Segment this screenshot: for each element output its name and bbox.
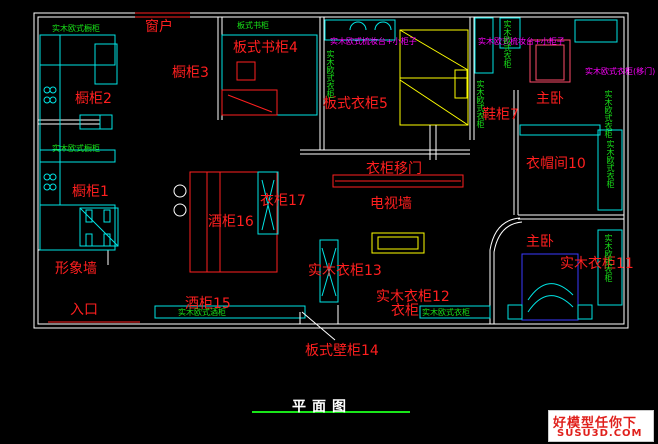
wardrobe-word-label: 衣柜 [391, 303, 419, 319]
bedroom-left-desk [324, 19, 437, 160]
vertical-label-4: 实木欧式衣柜 [604, 90, 613, 138]
vertical-label-6: 实木欧式衣柜 [604, 234, 613, 282]
master-door-label: 实木欧式衣柜(移门) [585, 67, 656, 76]
bookcase4-label: 板式书柜4 [233, 40, 298, 56]
wardrobe-13 [319, 239, 339, 303]
bedroom-left-furniture [399, 29, 469, 126]
vertical-label-2: 实木欧式衣柜 [476, 80, 485, 128]
watermark: 好模型任你下 SUSU3D.COM [548, 410, 654, 442]
wine16-label: 酒柜16 [208, 214, 254, 230]
master-bedroom-bottom-label: 主卧 [526, 234, 554, 250]
cabinet17-label: 衣柜17 [260, 193, 306, 209]
tv-wall-label: 电视墙 [370, 196, 412, 212]
vertical-label-1: 实木欧式衣柜 [326, 50, 335, 98]
outer-walls [33, 12, 629, 329]
bottom-cabinets [154, 305, 491, 324]
living-room [173, 171, 464, 273]
kitchen-cabinets [39, 34, 119, 251]
watermark-line1: 好模型任你下 [553, 416, 638, 431]
solid11-label: 实木衣柜11 [560, 256, 634, 272]
plan-title: 平面图 [292, 399, 352, 415]
desk1-label: 实木欧式梳妆台+小柜子 [330, 37, 417, 46]
desk2-label: 实木欧式梳妆台+小柜子 [478, 37, 565, 46]
closet10-label: 衣帽间10 [526, 156, 586, 172]
solid13-label: 实木衣柜13 [308, 263, 382, 279]
watermark-line2: SUSU3D.COM [557, 428, 643, 439]
bottom1-label: 实木欧式酒柜 [178, 308, 226, 317]
master-bedroom-top-label: 主卧 [536, 91, 564, 107]
master-bed-bottom [507, 229, 623, 321]
vertical-label-5: 实木欧式衣柜 [606, 140, 615, 188]
master-bed-top [474, 17, 618, 83]
entrance-label: 入口 [70, 302, 98, 318]
interior-walls [38, 17, 624, 324]
kitchen-top-label: 实木欧式橱柜 [52, 24, 100, 33]
solid12-label: 实木衣柜12 [376, 289, 450, 305]
bookcase-top-label: 板式书柜 [237, 21, 269, 30]
shoe7-label: 鞋柜7 [482, 107, 519, 123]
bottom2-label: 实木欧式衣柜 [422, 308, 470, 317]
wardrobe5-label: 板式衣柜5 [323, 96, 388, 112]
sliding-door-label: 衣柜移门 [366, 161, 422, 177]
openings [48, 12, 190, 323]
vertical-label-3: 实木欧式衣柜 [503, 20, 512, 68]
cabinet2-label: 橱柜2 [75, 91, 112, 107]
wine15-label: 酒柜15 [185, 296, 231, 312]
study-room [221, 34, 318, 116]
closet-room [519, 124, 623, 211]
cabinet3-label: 橱柜3 [172, 65, 209, 81]
cabinet1-label: 橱柜1 [72, 184, 109, 200]
kitchen-mid-label: 实木欧式橱柜 [52, 144, 100, 153]
wall14-label: 板式壁柜14 [305, 343, 379, 359]
image-wall-label: 形象墙 [55, 261, 97, 277]
window-label: 窗户 [145, 19, 173, 35]
